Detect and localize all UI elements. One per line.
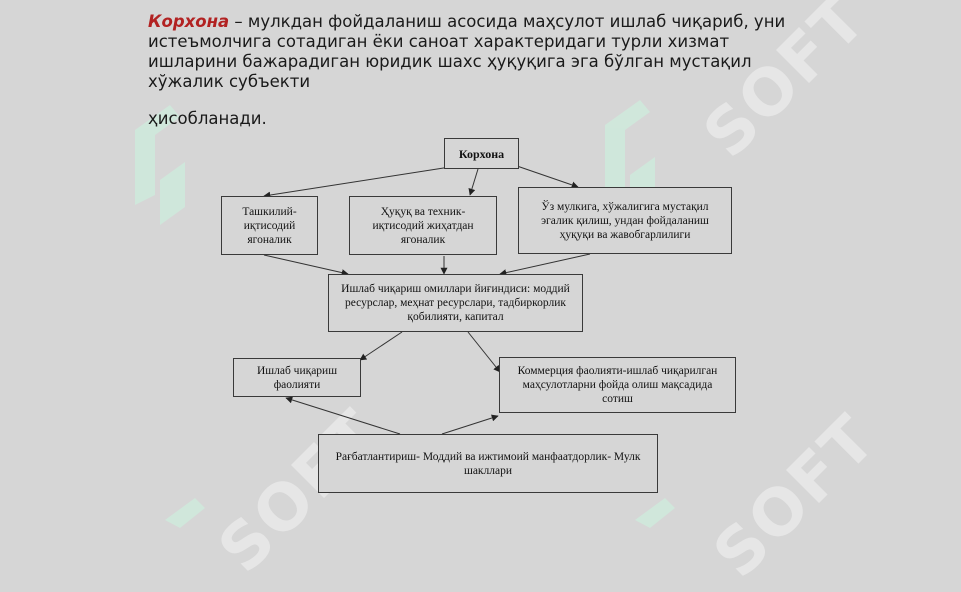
node-legal-tech: Ҳуқуқ ва техник-иқтисодий жиҳатдан ягона… — [349, 196, 497, 255]
node-commerce: Коммерция фаолияти-ишлаб чиқарилган маҳс… — [499, 357, 736, 413]
node-incentive: Рағбатлантириш- Моддий ва ижтимоий манфа… — [318, 434, 658, 493]
arrow-root-to-ownership — [516, 165, 579, 189]
arrow-ownership-to-factors — [499, 253, 591, 277]
arrow-incentive-to-commerce — [441, 414, 499, 435]
arrow-factors-to-production — [359, 331, 403, 361]
diagram-arrows — [263, 165, 591, 435]
node-ownership: Ўз мулкига, хўжалигига мустақил эгалик қ… — [518, 187, 732, 254]
node-root: Корхона — [444, 138, 519, 169]
intro-last-line: ҳисобланади. — [148, 109, 267, 128]
arrow-org-to-factors — [263, 254, 349, 277]
node-production: Ишлаб чиқариш фаолияти — [233, 358, 361, 397]
intro-term: Корхона — [148, 12, 230, 31]
arrow-factors-to-commerce — [467, 331, 501, 373]
arrow-incentive-to-production — [285, 396, 401, 435]
intro-paragraph: Корхона – мулкдан фойдаланиш асосида маҳ… — [148, 12, 808, 129]
arrow-root-to-legal — [468, 168, 479, 196]
arrow-root-to-org — [263, 166, 451, 199]
node-factors: Ишлаб чиқариш омиллари йиғиндиси: моддий… — [328, 274, 583, 332]
intro-text: – мулкдан фойдаланиш асосида маҳсулот иш… — [148, 12, 786, 91]
node-org-econ: Ташкилий-иқтисодий ягоналик — [221, 196, 318, 255]
